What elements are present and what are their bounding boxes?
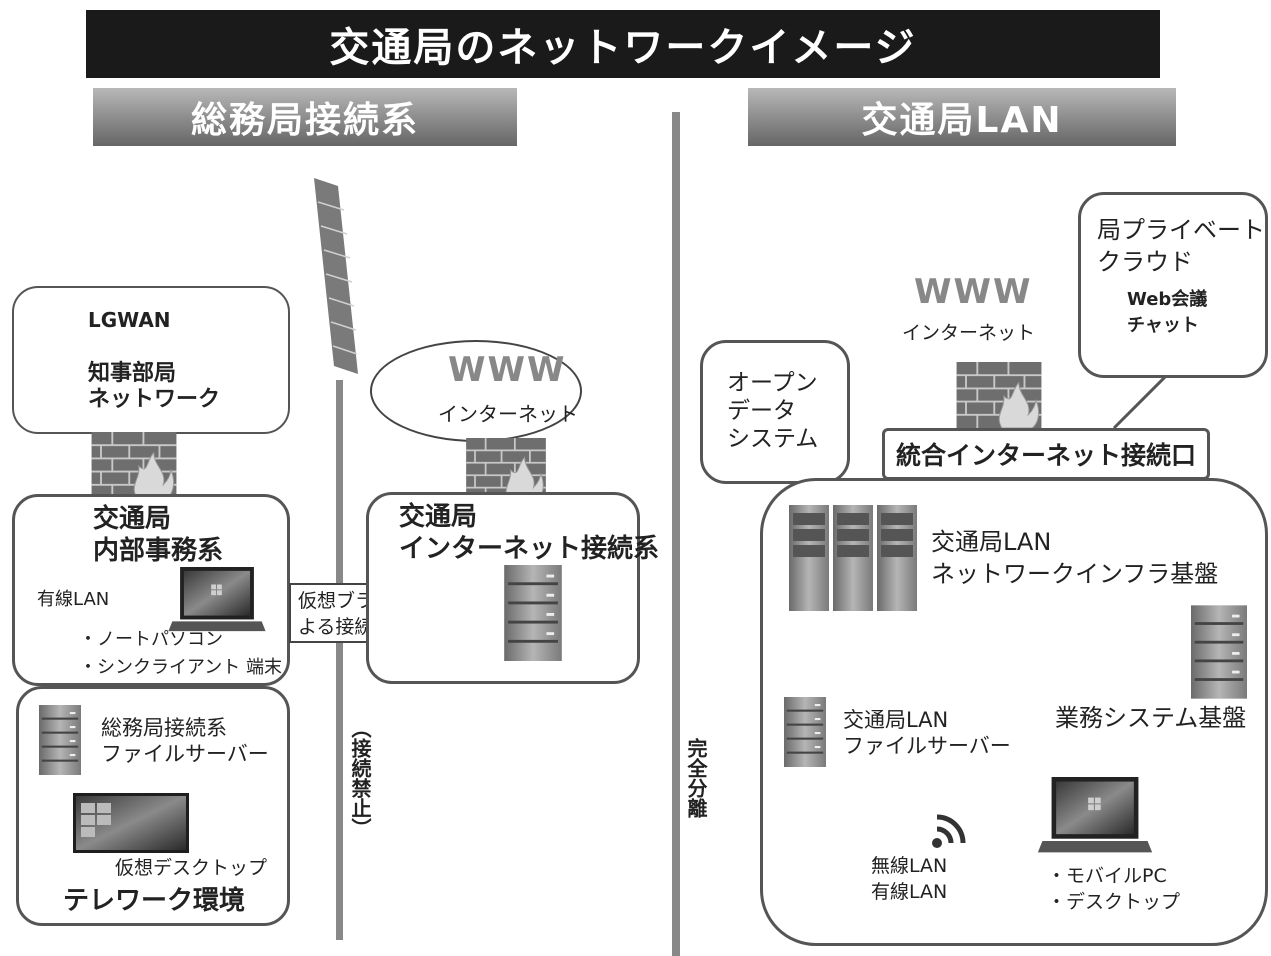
- business-system-label: 業務システム基盤: [1055, 704, 1247, 732]
- internet-connection-box: 交通局 インターネット接続系: [366, 492, 659, 684]
- server-rack-icon: [789, 505, 919, 611]
- web-meeting-label: Web会議: [1127, 289, 1208, 310]
- open-data-line2: データ: [727, 398, 796, 424]
- lan-infra-line2: ネットワークインフラ基盤: [931, 560, 1219, 588]
- transport-lan-box: 交通局LAN ネットワークインフラ基盤 業務システム基盤 交通局LAN ファイル…: [760, 478, 1268, 946]
- internal-office-title1: 交通局: [93, 504, 172, 534]
- open-data-line3: システム: [727, 426, 819, 452]
- chat-label: チャット: [1127, 315, 1199, 336]
- lan-file-server-line2: ファイルサーバー: [843, 734, 1011, 758]
- open-data-line1: オープン: [727, 370, 818, 396]
- lan-file-server-line1: 交通局LAN: [843, 708, 949, 732]
- wired-lan-label: 有線LAN: [37, 589, 110, 610]
- internet-conn-title1: 交通局: [399, 502, 478, 532]
- no-connection-line: [336, 380, 343, 940]
- virtual-desktop-icon: [73, 793, 189, 853]
- lgwan-chiji-label: 知事部局: [88, 361, 177, 386]
- internet-right-label: インターネット: [902, 322, 1036, 344]
- telework-title: テレワーク環境: [63, 886, 246, 916]
- lan-file-server-icon: [781, 697, 829, 767]
- laptop-icon: [165, 567, 269, 635]
- lgwan-box: LGWAN 知事部局 ネットワーク: [12, 286, 290, 434]
- complete-separation-label: 完全分離: [684, 738, 708, 818]
- private-cloud-box: 局プライベート クラウド Web会議 チャット: [1078, 192, 1268, 378]
- wired-lan-right-label: 有線LAN: [871, 881, 948, 903]
- telework-server-line2: ファイルサーバー: [101, 742, 269, 766]
- business-server-icon: [1191, 605, 1247, 699]
- thin-client-label: ・シンクライアント 端末: [79, 657, 283, 678]
- firewall-icon-right: [944, 362, 1054, 428]
- telework-box: 総務局接続系 ファイルサーバー 仮想デスクトップ テレワーク環境: [16, 686, 290, 926]
- internal-office-box: 交通局 内部事務系 有線LAN ・ノートパソコン ・シンクライアント 端末: [12, 494, 290, 686]
- left-section-header: 総務局接続系: [93, 88, 517, 146]
- www-right-icon: WWW: [914, 272, 1033, 312]
- private-cloud-line2: クラウド: [1097, 248, 1193, 276]
- wireless-lan-label: 無線LAN: [871, 855, 948, 877]
- complete-separation-line: [672, 112, 680, 956]
- wifi-icon: [931, 807, 975, 849]
- www-left-icon: WWW: [448, 350, 567, 390]
- server-icon: [503, 565, 563, 661]
- right-section-header: 交通局LAN: [748, 88, 1176, 146]
- cloud-connector-line: [1110, 374, 1170, 430]
- no-connection-label: （接続禁止）: [348, 718, 372, 838]
- firewall-wall-icon: [310, 178, 362, 374]
- internal-office-title2: 内部事務系: [93, 536, 224, 566]
- firewall-icon-internet: [460, 438, 552, 500]
- lgwan-label: LGWAN: [88, 308, 171, 332]
- firewall-icon: [88, 432, 180, 498]
- mobile-pc-label: ・モバイルPC: [1047, 865, 1167, 887]
- lgwan-network-label: ネットワーク: [88, 387, 221, 412]
- internet-conn-title2: インターネット接続系: [399, 534, 660, 564]
- private-cloud-line1: 局プライベート: [1097, 216, 1265, 244]
- internet-left-label: インターネット: [438, 402, 578, 426]
- unified-gateway-label: 統合インターネット接続口: [882, 428, 1210, 480]
- file-server-icon: [37, 705, 83, 775]
- lan-infra-line1: 交通局LAN: [931, 528, 1052, 556]
- open-data-box: オープン データ システム: [700, 340, 850, 484]
- page-title: 交通局のネットワークイメージ: [86, 10, 1160, 78]
- telework-server-line1: 総務局接続系: [101, 716, 227, 740]
- mobile-laptop-icon: [1035, 777, 1155, 857]
- virtual-desktop-label: 仮想デスクトップ: [115, 857, 268, 879]
- notebook-pc-label: ・ノートパソコン: [79, 629, 223, 650]
- desktop-label: ・デスクトップ: [1047, 891, 1181, 913]
